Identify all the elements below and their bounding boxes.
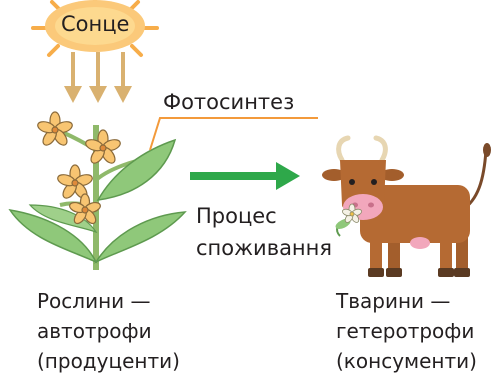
plants-caption-line1: Рослини — bbox=[37, 286, 180, 316]
process-label-line2: споживання bbox=[196, 238, 332, 259]
plants-caption-line2: автотрофи bbox=[37, 316, 180, 346]
cow-icon bbox=[322, 138, 491, 277]
plants-caption-line3: (продуценти) bbox=[37, 346, 180, 376]
photosynthesis-label: Фотосинтез bbox=[163, 92, 294, 113]
animals-caption: Тварини — гетеротрофи (консументи) bbox=[336, 286, 477, 376]
consumption-arrow bbox=[190, 162, 300, 190]
plant-icon bbox=[10, 112, 185, 270]
plants-caption: Рослини — автотрофи (продуценти) bbox=[37, 286, 180, 376]
animals-caption-line2: гетеротрофи bbox=[336, 316, 477, 346]
process-label-line1: Процес bbox=[196, 206, 277, 227]
light-arrows bbox=[64, 52, 132, 103]
animals-caption-line1: Тварини — bbox=[336, 286, 477, 316]
sun-label: Сонце bbox=[61, 14, 129, 35]
animals-caption-line3: (консументи) bbox=[336, 346, 477, 376]
photosynthesis-leader-line bbox=[150, 118, 318, 150]
